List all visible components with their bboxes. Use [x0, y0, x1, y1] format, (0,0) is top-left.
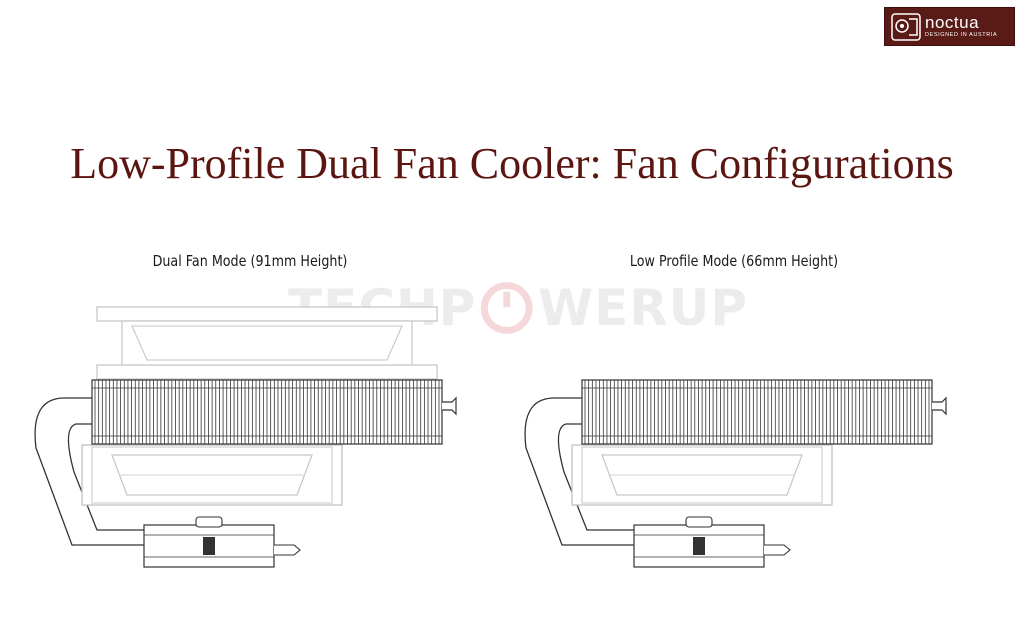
caption-low-profile-mode: Low Profile Mode (66mm Height) [629, 252, 839, 270]
logo-tagline: DESIGNED IN AUSTRIA [925, 32, 998, 38]
cooler-base [143, 516, 301, 568]
heatpipe-inner [67, 423, 152, 531]
power-icon [481, 282, 534, 334]
bottom-fan [81, 444, 343, 506]
heatpipe [524, 397, 642, 546]
watermark: TECHP WERUP [288, 268, 748, 348]
cooler-dual-fan-mode [34, 306, 457, 568]
fin-stack [581, 379, 933, 445]
watermark-right-text: WERUP [537, 279, 748, 337]
heatpipe-inner [557, 423, 642, 531]
noctua-logo: noctua DESIGNED IN AUSTRIA [884, 7, 1015, 46]
cooler-low-profile-mode [524, 379, 947, 568]
bottom-fan [571, 444, 833, 506]
owl-icon [891, 12, 921, 41]
heatpipe-cap-right [932, 396, 947, 416]
top-fan [96, 306, 438, 380]
page-title: Low-Profile Dual Fan Cooler: Fan Configu… [70, 139, 954, 188]
heatpipe-cap-right [442, 396, 457, 416]
cooler-base [633, 516, 791, 568]
fin-stack [91, 379, 443, 445]
heatpipe [34, 397, 152, 546]
caption-dual-fan-mode: Dual Fan Mode (91mm Height) [152, 252, 348, 270]
logo-name: noctua [925, 13, 980, 32]
